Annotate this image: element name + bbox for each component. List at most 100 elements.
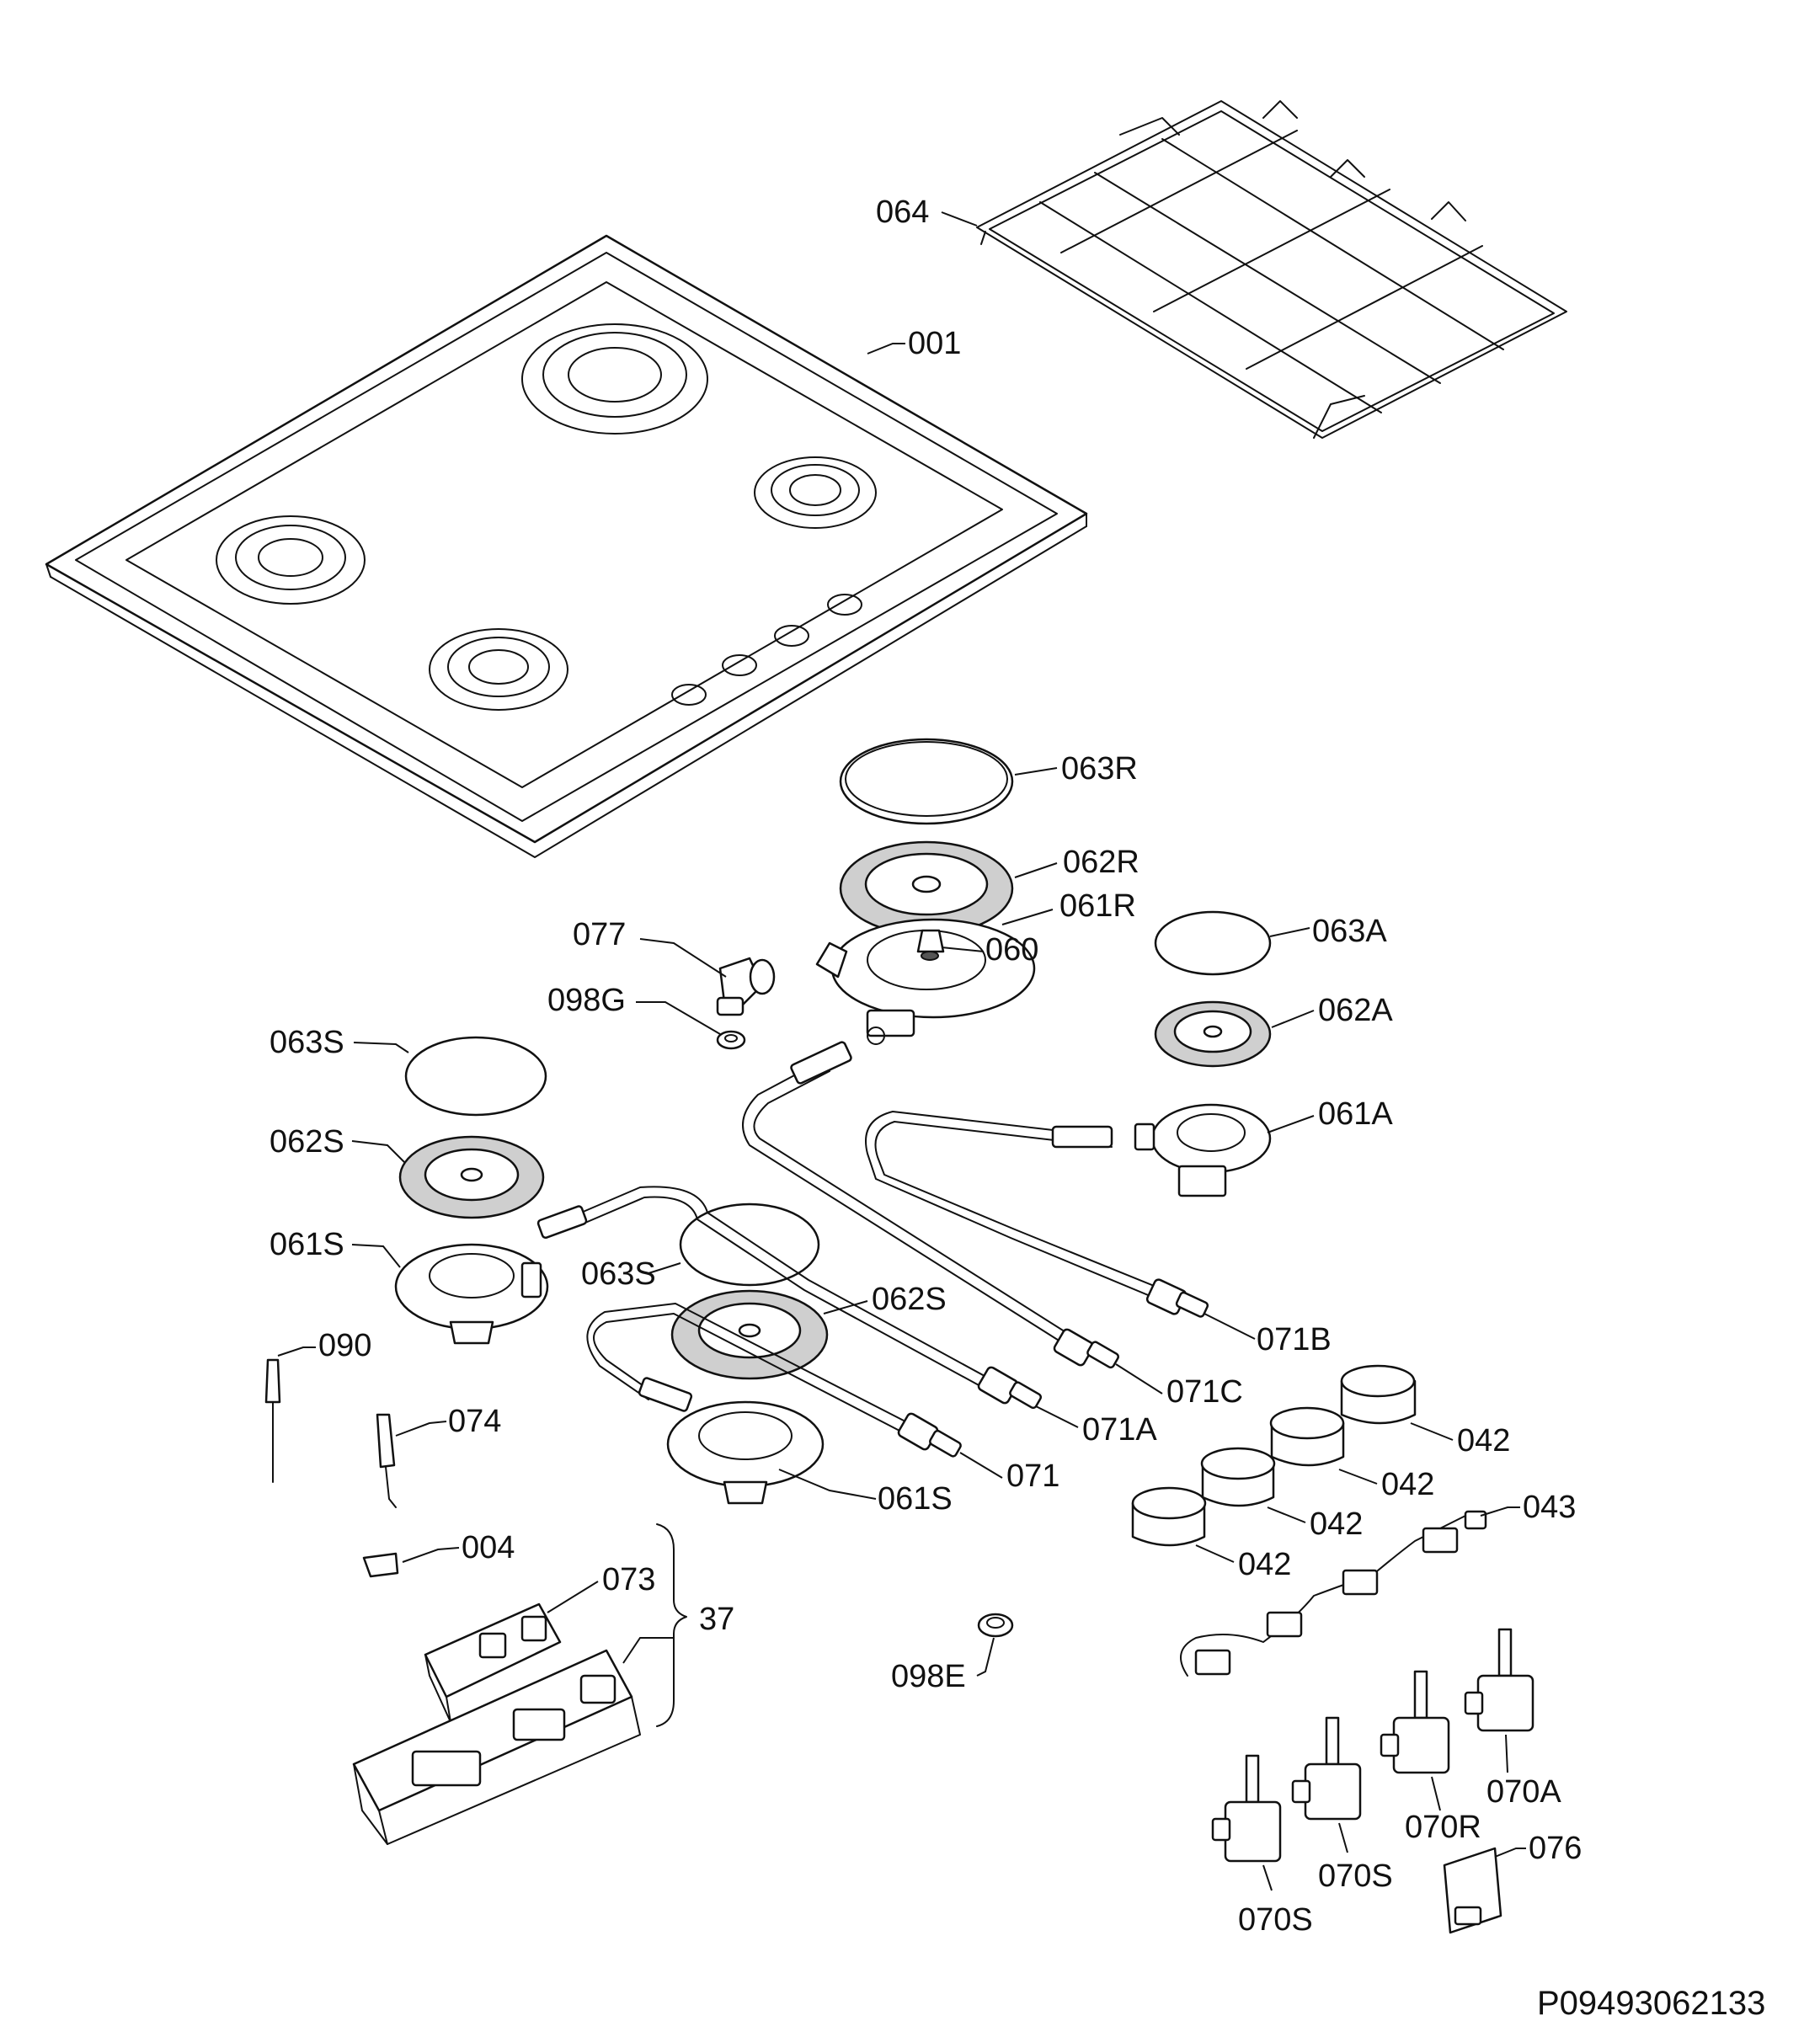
label-061S-front: 061S [878, 1481, 953, 1517]
label-063S-left: 063S [270, 1025, 344, 1060]
ignition-switch-073[interactable] [424, 1602, 562, 1723]
control-knob-042-c[interactable] [1200, 1447, 1276, 1507]
leader-070A [1505, 1734, 1508, 1773]
label-064: 064 [876, 195, 929, 230]
burner-cap-063A[interactable] [1154, 910, 1272, 976]
label-063A: 063A [1312, 914, 1387, 949]
gas-pipe-071C[interactable] [742, 1041, 1120, 1369]
leader-042-c [1267, 1506, 1306, 1523]
elbow-connector-077[interactable] [716, 957, 776, 1016]
label-090: 090 [318, 1328, 371, 1363]
knob-hole [827, 594, 862, 616]
leader-061R [1001, 909, 1054, 925]
control-knob-042-d[interactable] [1131, 1486, 1207, 1547]
leader-077 [639, 938, 727, 978]
hob-top-plate-001[interactable] [45, 234, 1088, 858]
leader-098G [636, 1001, 721, 1035]
gas-pipe-071[interactable] [586, 1303, 962, 1458]
label-062S-front: 062S [872, 1282, 947, 1317]
burner-base-061A[interactable] [1134, 1103, 1272, 1197]
bracket-076[interactable] [1443, 1847, 1502, 1934]
flame-spreader-062A[interactable] [1154, 1000, 1272, 1068]
seal-098G[interactable] [716, 1030, 746, 1050]
diagram-code: P09493062133 [1537, 1985, 1765, 2021]
gas-pipe-071A[interactable] [536, 1186, 1043, 1410]
leader-generator [622, 1637, 674, 1664]
label-061S-left: 061S [270, 1227, 344, 1262]
label-062A: 062A [1318, 993, 1393, 1028]
gas-tap-070R[interactable] [1380, 1670, 1450, 1774]
label-073: 073 [602, 1562, 655, 1597]
label-077: 077 [573, 917, 626, 952]
gas-pipe-071B[interactable] [865, 1111, 1209, 1318]
label-042-c: 042 [1310, 1506, 1363, 1542]
leader-001 [867, 343, 905, 355]
leader-004 [402, 1547, 460, 1563]
leader-071B [1204, 1313, 1256, 1340]
leader-074 [395, 1421, 447, 1437]
label-062S-left: 062S [270, 1124, 344, 1160]
leader-070S-left [1262, 1864, 1273, 1891]
leader-063A [1269, 927, 1310, 937]
leader-062R [1014, 862, 1058, 878]
label-070S-right: 070S [1318, 1858, 1393, 1894]
label-071: 071 [1006, 1458, 1059, 1494]
label-070S-left: 070S [1238, 1902, 1313, 1938]
ignition-generator[interactable] [352, 1649, 641, 1845]
leader-064 [941, 211, 978, 227]
hob-burner-hole-front [429, 628, 568, 711]
leader-043 [1480, 1506, 1520, 1517]
label-042-b: 042 [1381, 1467, 1434, 1502]
burner-base-061S-left[interactable] [394, 1243, 549, 1345]
label-063S-front: 063S [581, 1256, 656, 1292]
pan-support-064[interactable] [976, 100, 1567, 439]
flame-spreader-062S-front[interactable] [670, 1289, 829, 1380]
leader-062S-front [823, 1300, 868, 1314]
hob-burner-hole-right-small [754, 456, 877, 529]
burner-base-061R[interactable] [815, 918, 1036, 1045]
control-knob-042-a[interactable] [1340, 1364, 1417, 1425]
spark-electrode-074[interactable] [376, 1413, 397, 1508]
label-043: 043 [1523, 1490, 1576, 1525]
leader-071 [959, 1452, 1003, 1479]
flame-spreader-062S-left[interactable] [398, 1135, 545, 1219]
label-070A: 070A [1486, 1774, 1561, 1810]
knob-hole [774, 625, 809, 647]
leader-042-d [1195, 1544, 1235, 1563]
label-098E: 098E [891, 1659, 966, 1694]
injector-060[interactable] [916, 929, 945, 961]
leader-098E [976, 1637, 995, 1677]
label-37: 37 [699, 1602, 734, 1637]
flame-spreader-062R[interactable] [839, 840, 1014, 936]
label-074: 074 [448, 1404, 501, 1439]
control-knob-042-b[interactable] [1269, 1406, 1345, 1467]
leader-062A [1271, 1010, 1315, 1028]
leader-061S-front [778, 1469, 877, 1500]
burner-cap-063R[interactable] [839, 738, 1014, 825]
hob-burner-hole-rear-large [521, 323, 708, 435]
leader-070R [1431, 1776, 1441, 1811]
label-061R: 061R [1059, 888, 1136, 924]
leader-061S-left [351, 1244, 401, 1268]
seal-098E[interactable] [977, 1613, 1014, 1638]
leader-070S-right [1338, 1822, 1348, 1853]
gas-tap-070A[interactable] [1464, 1628, 1534, 1732]
label-042-a: 042 [1457, 1423, 1510, 1458]
microswitch-harness-043[interactable] [1180, 1510, 1487, 1677]
leader-060 [941, 947, 985, 952]
leader-073 [547, 1581, 599, 1613]
burner-cap-063S-left[interactable] [404, 1036, 547, 1117]
label-070R: 070R [1405, 1810, 1481, 1845]
burner-cap-063S-front[interactable] [679, 1202, 820, 1287]
label-061A: 061A [1318, 1096, 1393, 1132]
label-098G: 098G [547, 983, 626, 1018]
clip-004[interactable] [362, 1552, 399, 1578]
gas-tap-070S-right[interactable] [1291, 1716, 1362, 1821]
thermocouple-090[interactable] [264, 1358, 281, 1483]
gas-tap-070S-left[interactable] [1211, 1754, 1282, 1863]
leader-063S-left [353, 1042, 409, 1053]
label-001: 001 [908, 326, 961, 361]
burner-base-061S-front[interactable] [666, 1400, 825, 1505]
leader-042-b [1338, 1469, 1378, 1485]
bracket-37 [656, 1523, 687, 1727]
